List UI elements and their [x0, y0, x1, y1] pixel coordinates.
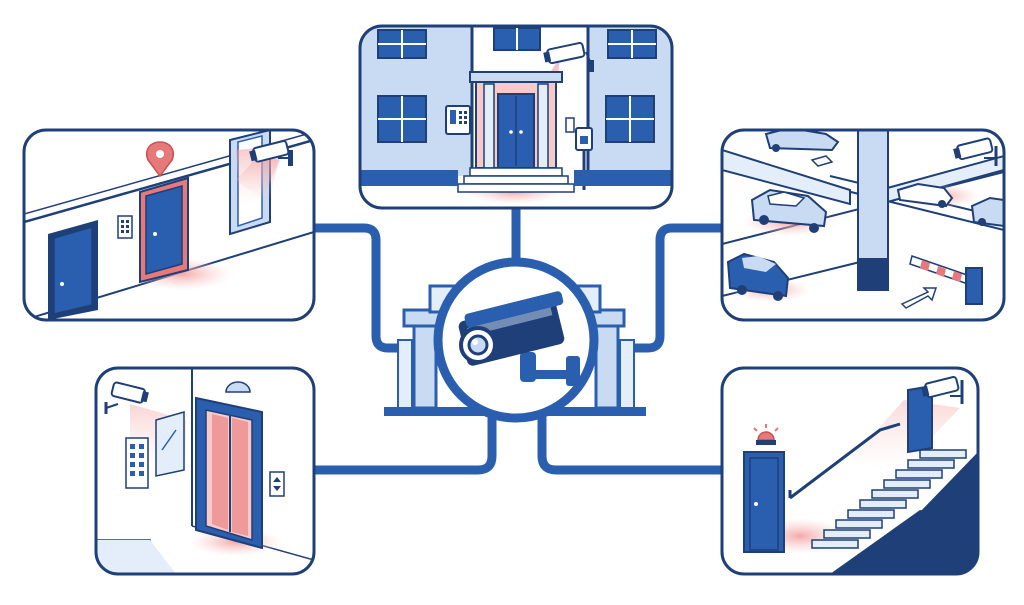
network-connections [309, 203, 727, 475]
intercom-icon [445, 105, 471, 135]
parking-barrier-icon [909, 255, 983, 305]
panel-frame [358, 24, 674, 210]
car-icon [970, 196, 1004, 228]
elevator-icon [195, 396, 263, 550]
camera-icon-garage [953, 137, 998, 166]
direction-arrow-icon [900, 287, 938, 309]
panel-frame [94, 366, 316, 576]
siren-icon [753, 424, 779, 445]
elevator-call-buttons [269, 471, 285, 497]
camera-icon-entrance [543, 41, 594, 72]
panel-stairwell-exit [720, 366, 980, 576]
connection-line-bottom-right [537, 413, 727, 475]
car-icon [764, 130, 840, 152]
exit-door-icon [743, 451, 785, 553]
staircase [811, 449, 967, 549]
panel-frame [720, 366, 980, 576]
handrail [788, 422, 901, 500]
keypad-icon [125, 437, 149, 489]
panel-frame [720, 128, 1006, 322]
connection-line-right [617, 223, 727, 353]
car-icon [750, 188, 828, 233]
panel-elevator-lobby [94, 366, 316, 576]
glass-panel [155, 411, 185, 477]
camera-icon-corridor [236, 140, 293, 200]
connection-line-bottom-left [309, 413, 497, 475]
car-icon [726, 252, 790, 301]
dome-camera-icon [225, 381, 251, 393]
panel-frame [22, 128, 316, 322]
central-building-hub [384, 257, 646, 423]
map-pin-icon [146, 141, 174, 178]
camera-icon-stairwell [921, 376, 964, 404]
keypad-icon [117, 215, 133, 239]
entrance-door-icon [497, 93, 535, 169]
cctv-camera-icon [458, 291, 580, 386]
connection-line-left [309, 223, 417, 353]
panel-apartment-corridor [22, 128, 316, 322]
camera-icon-elevator [104, 381, 149, 414]
shoes-icon [810, 155, 834, 167]
panel-parking-garage [720, 128, 1006, 322]
panel-building-entrance [358, 24, 674, 210]
car-icon [896, 182, 954, 208]
